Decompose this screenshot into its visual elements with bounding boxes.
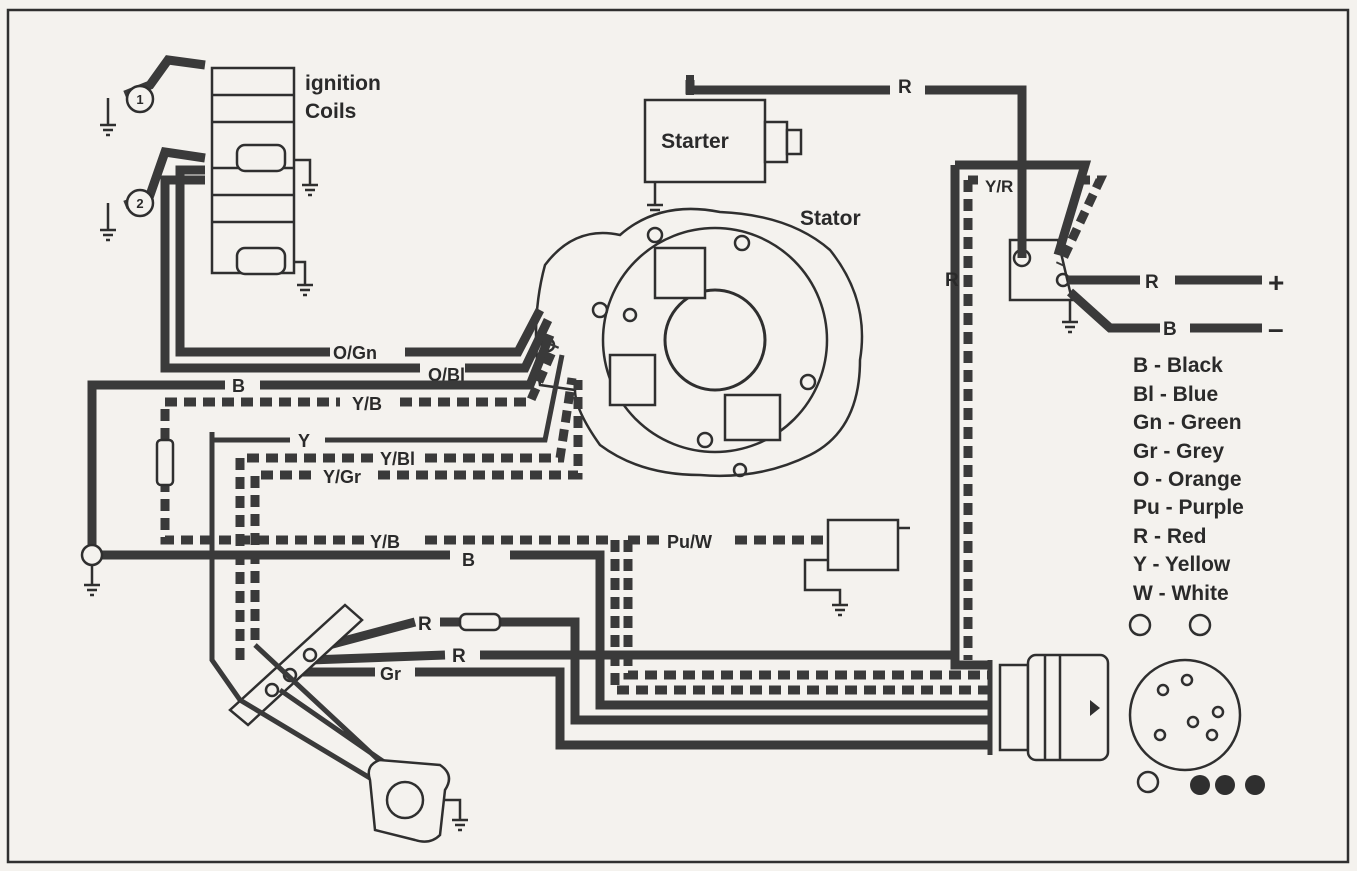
legend-item: Gn - Green bbox=[1133, 411, 1242, 434]
coil-terminal bbox=[235, 143, 287, 173]
wire-label-r-plus: R bbox=[1145, 272, 1159, 293]
wire-label-y: Y bbox=[298, 431, 310, 451]
inline-fuse bbox=[155, 438, 175, 487]
terminal-plus: + bbox=[1268, 267, 1284, 298]
choke-body bbox=[826, 518, 900, 572]
starter-body bbox=[643, 98, 767, 184]
ground-icon bbox=[84, 565, 100, 597]
pin-marker bbox=[1128, 613, 1152, 637]
key-switch-barrel bbox=[385, 780, 425, 820]
ground-stud bbox=[80, 543, 104, 567]
key-switch-bracket bbox=[228, 603, 468, 843]
pin-marker bbox=[1215, 775, 1235, 795]
wire-y-b-lower bbox=[160, 480, 990, 695]
arrow-icon bbox=[1090, 700, 1100, 716]
ground-icon bbox=[295, 158, 318, 197]
stator-center-hole bbox=[663, 288, 767, 392]
ignition-coils: 1 2 ignition Coils bbox=[100, 55, 381, 297]
wire-o-gn bbox=[175, 165, 544, 357]
legend-item: Bl - Blue bbox=[1133, 383, 1218, 406]
wire-label-y-r: Y/R bbox=[985, 177, 1013, 196]
coil-terminal bbox=[235, 246, 287, 276]
connector-body bbox=[1026, 653, 1110, 762]
ground-icon bbox=[100, 98, 116, 137]
ground-icon bbox=[1062, 300, 1078, 334]
ground-icon bbox=[445, 798, 468, 832]
stator: Stator bbox=[534, 207, 864, 478]
wire-label-y-bl: Y/Bl bbox=[380, 449, 415, 469]
wire-y-b-upper bbox=[160, 343, 560, 440]
legend-item: O - Orange bbox=[1133, 468, 1242, 491]
starter-gear-icon bbox=[785, 128, 803, 156]
stator-winding bbox=[608, 353, 657, 407]
legend-item: Pu - Purple bbox=[1133, 496, 1244, 519]
wire-label-r-fuse: R bbox=[418, 614, 432, 635]
choke-solenoid bbox=[803, 518, 910, 617]
ignition-label: ignition bbox=[305, 72, 381, 95]
wire-label-o-gn: O/Gn bbox=[333, 343, 377, 363]
coil2-number: 2 bbox=[136, 196, 143, 211]
wire-label-y-b-lower: Y/B bbox=[370, 532, 400, 552]
wire-label-o-bl: O/Bl bbox=[428, 365, 465, 385]
wire-b-lower bbox=[92, 550, 990, 710]
page-border bbox=[6, 8, 1350, 864]
ground-icon bbox=[803, 558, 848, 617]
legend-item: Gr - Grey bbox=[1133, 440, 1224, 463]
pin-marker bbox=[1188, 613, 1212, 637]
wire-r-lower bbox=[309, 650, 990, 670]
color-legend: B - Black Bl - Blue Gn - Green Gr - Grey… bbox=[1133, 354, 1244, 605]
starter-motor: Starter bbox=[643, 98, 803, 217]
wire-label-b-lower: B bbox=[462, 550, 475, 570]
harness-connector bbox=[987, 613, 1265, 795]
wire-label-r-lower: R bbox=[452, 646, 466, 667]
wire-b-upper bbox=[87, 333, 555, 555]
pin-marker bbox=[1245, 775, 1265, 795]
terminal-minus: – bbox=[1268, 313, 1284, 344]
wire-label-r-vertical: R bbox=[945, 270, 959, 291]
wire-label-gr: Gr bbox=[380, 664, 401, 684]
legend-item: W - White bbox=[1133, 582, 1229, 605]
ground-icon bbox=[647, 182, 663, 217]
pin-marker bbox=[1136, 770, 1160, 794]
wire-r-vertical bbox=[950, 160, 1092, 660]
wire-y-r-vertical bbox=[963, 175, 978, 660]
wire-y-bl bbox=[235, 377, 577, 660]
wire-label-b-upper: B bbox=[232, 376, 245, 396]
stator-winding bbox=[653, 246, 707, 300]
connector-collar bbox=[998, 663, 1030, 752]
wire-pu-w bbox=[623, 535, 990, 680]
wire-gr bbox=[300, 667, 990, 750]
starter-label: Starter bbox=[661, 130, 729, 153]
wire-label-r-top: R bbox=[898, 77, 912, 98]
inline-fuse bbox=[458, 612, 502, 632]
ground-icon bbox=[295, 260, 313, 297]
key-switch bbox=[367, 758, 451, 843]
coil1-number: 1 bbox=[136, 92, 143, 107]
wire-o-bl bbox=[160, 175, 553, 373]
stator-label: Stator bbox=[800, 207, 861, 230]
spark-plug-cap-2 bbox=[125, 188, 155, 218]
coils-label: Coils bbox=[305, 100, 356, 123]
wire-label-y-gr: Y/Gr bbox=[323, 467, 361, 487]
legend-item: B - Black bbox=[1133, 354, 1223, 377]
spark-plug-cap-1 bbox=[125, 84, 155, 114]
wire-battery-negative bbox=[1066, 288, 1262, 333]
wire-y-r bbox=[1055, 175, 1108, 267]
wire-label-pu-w: Pu/W bbox=[667, 532, 712, 552]
legend-item: R - Red bbox=[1133, 525, 1207, 548]
wire-y-gr bbox=[250, 380, 583, 640]
pin-marker bbox=[1190, 775, 1210, 795]
wire-label-b-minus: B bbox=[1163, 319, 1177, 340]
wire-label-y-b-upper: Y/B bbox=[352, 394, 382, 414]
stator-winding bbox=[723, 393, 782, 442]
legend-item: Y - Yellow bbox=[1133, 553, 1231, 576]
ground-icon bbox=[100, 203, 116, 242]
